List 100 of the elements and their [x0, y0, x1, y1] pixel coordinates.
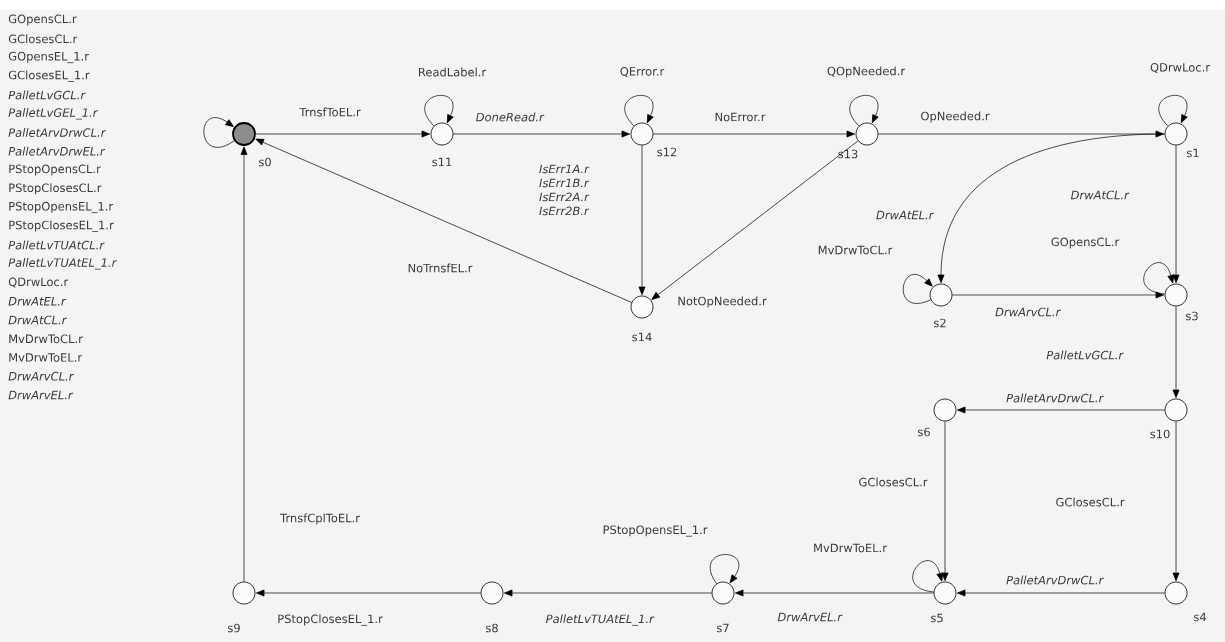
edge-label: PalletLvGCL.r — [1045, 349, 1125, 361]
event-label: PalletArvDrwEL.r — [8, 146, 106, 156]
arrow — [957, 406, 1165, 414]
event-label: QDrwLoc.r — [8, 277, 69, 288]
state-circle — [630, 295, 654, 319]
edge-label: TrnsfCplToEL.r — [279, 512, 361, 526]
self-loop-arrow — [424, 95, 454, 127]
state-circle — [480, 581, 504, 605]
state-circle — [1164, 283, 1188, 307]
state-label: s4 — [1194, 612, 1206, 622]
state-circle — [855, 122, 879, 146]
edge-label: DoneRead.r — [474, 111, 546, 123]
event-label: GClosesEL_1.r — [8, 70, 90, 82]
edge-label: ReadLabel.r — [416, 66, 488, 78]
event-label: DrwArvCL.r — [8, 371, 74, 381]
arrow — [240, 146, 248, 582]
edge-label: OpNeeded.r — [919, 110, 991, 124]
arrow — [952, 291, 1164, 299]
event-label: GOpensCL.r — [8, 14, 77, 26]
state-label: s14 — [632, 332, 652, 342]
state-label: s13 — [838, 149, 858, 159]
edge-label: NoError.r — [713, 111, 767, 123]
self-loop-arrow — [709, 554, 740, 584]
arrow — [735, 589, 934, 597]
self-loop-arrow — [912, 560, 944, 593]
state-circle — [232, 581, 256, 605]
edge-label: IsErr1A.r IsErr1B.r IsErr2A.r IsErr2B.r — [538, 163, 602, 217]
edge-label: DrwAtEL.r — [875, 209, 935, 221]
state-label: s8 — [486, 623, 498, 633]
self-loop-arrow — [203, 117, 235, 148]
self-loop-arrow — [1143, 262, 1175, 295]
event-label: MvDrwToCL.r — [9, 334, 83, 344]
state-label: s3 — [1186, 311, 1198, 321]
state-label: s5 — [931, 613, 943, 623]
edge-label: QOpNeeded.r — [825, 65, 907, 79]
arrow — [256, 589, 481, 597]
state-circle — [1164, 122, 1188, 146]
self-loop-arrow — [849, 95, 879, 127]
state-label: s0 — [259, 157, 271, 167]
state-circle — [430, 122, 454, 146]
state-circle — [929, 283, 953, 307]
edge-label: NoTrnsfEL.r — [406, 262, 474, 274]
edge-label: MvDrwToCL.r — [816, 244, 894, 256]
event-label: GClosesCL.r — [8, 34, 78, 44]
state-circle — [630, 122, 654, 146]
event-label: PalletLvGCL.r — [8, 90, 86, 100]
event-label: PStopOpensCL.r — [9, 164, 101, 176]
arrow — [941, 421, 949, 581]
event-label: GOpensEL_1.r — [8, 51, 89, 64]
self-loop-arrow — [1158, 95, 1188, 127]
edge-label: DrwAtCL.r — [1069, 189, 1131, 201]
event-label: DrwArvEL.r — [8, 390, 74, 400]
event-label: DrwAtCL.r — [8, 315, 67, 325]
arrow — [255, 130, 430, 138]
event-label: PStopOpensEL_1.r — [9, 201, 114, 214]
event-label: PStopClosesEL_1.r — [9, 220, 114, 232]
state-circle — [933, 581, 957, 605]
edge-label: PalletArvDrwCL.r — [1005, 392, 1105, 404]
state-label: s12 — [657, 147, 677, 157]
state-label: s2 — [934, 318, 946, 328]
self-loop-arrow — [624, 95, 654, 127]
event-label: PStopClosesCL.r — [9, 183, 102, 195]
arrow — [638, 145, 646, 295]
arrow — [453, 130, 630, 138]
state-label: s7 — [717, 623, 729, 633]
event-label: PalletLvGEL_1.r — [8, 108, 98, 120]
edge-label: PalletArvDrwCL.r — [1005, 574, 1105, 586]
state-circle — [1164, 398, 1188, 422]
arrow — [651, 140, 859, 300]
arrow — [937, 133, 1165, 283]
edge-label: MvDrwToEL.r — [812, 542, 888, 554]
arrow — [957, 589, 1165, 597]
event-label: PalletLvTUAtCL.r — [8, 240, 105, 250]
self-loop-arrow — [902, 274, 933, 304]
state-circle — [711, 581, 735, 605]
state-label: s11 — [432, 157, 452, 167]
event-label: PalletArvDrwCL.r — [8, 128, 106, 137]
edge-label: PStopOpensEL_1.r — [601, 524, 709, 538]
state-circle — [933, 398, 957, 422]
arrow — [653, 130, 855, 138]
arrow — [878, 130, 1164, 138]
event-label: MvDrwToEL.r — [9, 353, 83, 362]
arrow — [504, 589, 712, 597]
event-label: DrwAtEL.r — [8, 297, 67, 306]
edge-label: DrwArvEL.r — [776, 611, 844, 623]
edge-label: TrnsfToEL.r — [298, 106, 362, 118]
arrow — [255, 138, 632, 303]
edge-label: NotOpNeeded.r — [676, 295, 768, 309]
edge-label: GClosesCL.r — [1054, 496, 1126, 508]
state-label: s9 — [228, 623, 240, 633]
state-label: s1 — [1187, 148, 1199, 158]
edge-label: GClosesCL.r — [857, 476, 929, 488]
arrow — [1172, 421, 1180, 581]
arrow — [1172, 145, 1180, 283]
edge-label: PalletLvTUAtEL_1.r — [544, 613, 656, 627]
edge-label: DrwArvCL.r — [994, 306, 1062, 318]
state-label: s6 — [918, 427, 930, 437]
arrow — [1172, 306, 1180, 398]
state-label: s10 — [1150, 429, 1170, 439]
edge-label: PStopClosesEL_1.r — [276, 613, 384, 627]
